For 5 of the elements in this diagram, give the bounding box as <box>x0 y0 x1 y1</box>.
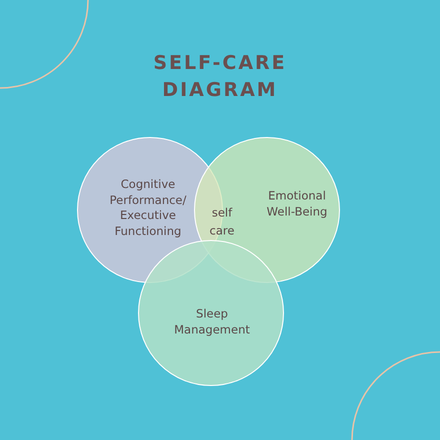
overlap-label: self care <box>208 204 236 240</box>
circle-label: Cognitive Performance/ Executive Functioning <box>108 176 188 240</box>
circle-label: Sleep Management <box>173 306 251 338</box>
circle-label: Emotional Well-Being <box>266 188 328 220</box>
title: SELF-CARE DIAGRAM <box>152 51 288 103</box>
